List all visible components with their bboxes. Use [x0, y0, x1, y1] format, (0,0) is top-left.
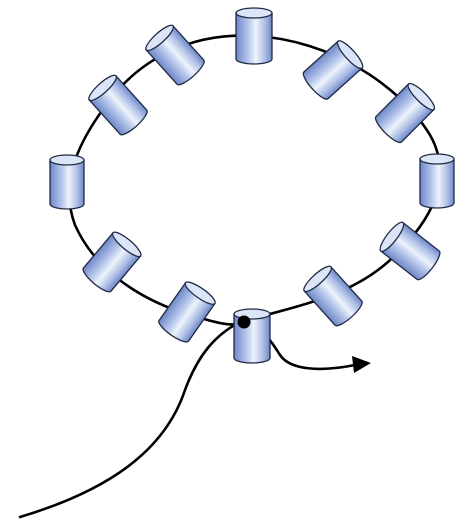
bead-lower-left-2: [156, 279, 218, 346]
bead-upper-right-2: [372, 80, 437, 145]
bead-left: [50, 155, 84, 209]
bead-upper-left-2: [86, 72, 150, 138]
bead-lower-right-1: [377, 220, 443, 283]
knot-dot: [238, 316, 251, 329]
bead-bottom: [234, 309, 270, 363]
bead-lower-right-2: [301, 263, 365, 329]
tail-string: [20, 322, 240, 517]
ring-string: [69, 36, 440, 325]
bead-top: [236, 8, 272, 64]
bead-lower-left-1: [80, 229, 144, 295]
beads-group: [50, 8, 454, 363]
bead-right: [420, 154, 454, 208]
bead-upper-left-1: [143, 22, 207, 88]
arrowhead-icon: [352, 356, 371, 373]
bead-upper-right-1: [300, 38, 366, 102]
